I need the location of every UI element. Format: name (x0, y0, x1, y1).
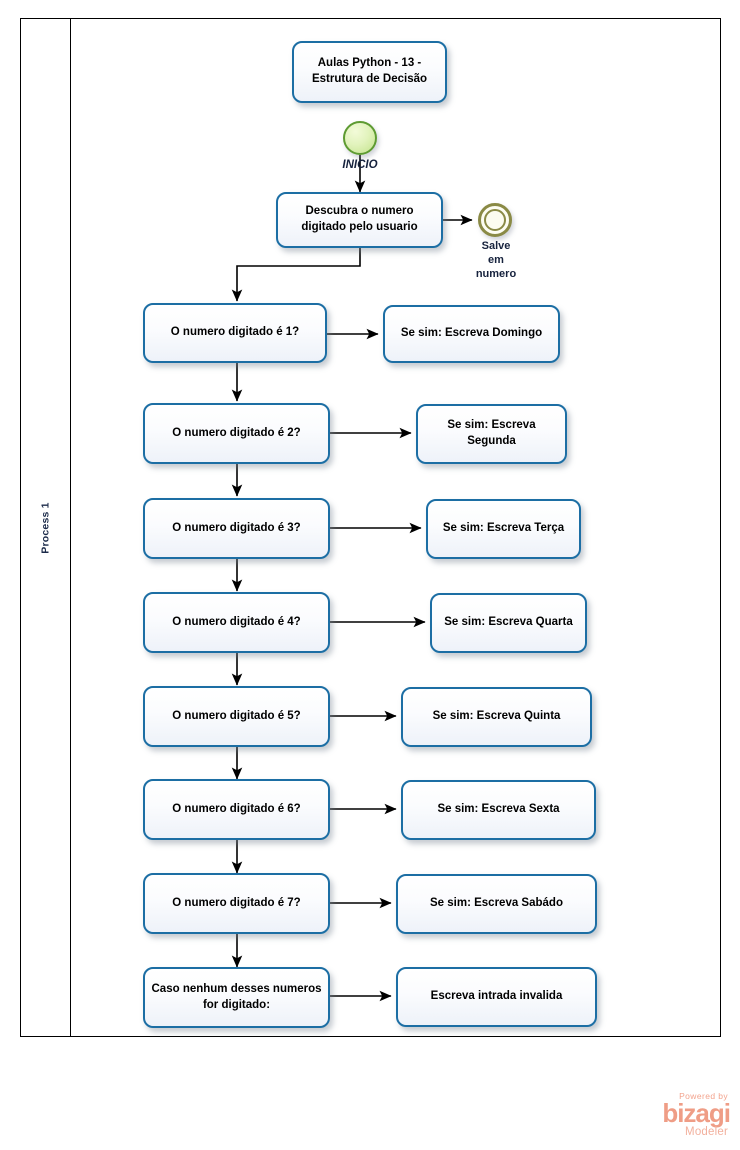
pool-label: Process 1 (39, 501, 52, 554)
logo-wordmark: bizagi (662, 1097, 731, 1128)
decision-box-7[interactable]: O numero digitado é 7? (143, 873, 330, 934)
action-box-5[interactable]: Se sim: Escreva Quinta (401, 687, 592, 747)
action-box-8[interactable]: Escreva intrada invalida (396, 967, 597, 1027)
decision-box-1[interactable]: O numero digitado é 1? (143, 303, 327, 363)
logo-product-name: Modeler (685, 1126, 728, 1139)
start-event-label: INICIO (342, 159, 378, 171)
action-box-6[interactable]: Se sim: Escreva Sexta (401, 780, 596, 840)
end-event-icon[interactable] (478, 203, 512, 237)
action-box-4[interactable]: Se sim: Escreva Quarta (430, 593, 587, 653)
decision-box-5[interactable]: O numero digitado é 5? (143, 686, 330, 747)
decision-box-2[interactable]: O numero digitado é 2? (143, 403, 330, 464)
action-box-7[interactable]: Se sim: Escreva Sabádo (396, 874, 597, 934)
end-event-inner-ring (484, 209, 506, 231)
action-box-1[interactable]: Se sim: Escreva Domingo (383, 305, 560, 363)
decision-box-6[interactable]: O numero digitado é 6? (143, 779, 330, 840)
decision-box-3[interactable]: O numero digitado é 3? (143, 498, 330, 559)
title-annotation-box[interactable]: Aulas Python - 13 - Estrutura de Decisão (292, 41, 447, 103)
task-descubra-numero[interactable]: Descubra o numero digitado pelo usuario (276, 192, 443, 248)
logo-powered-by-text: Powered by (679, 1091, 728, 1101)
end-event-label: Salve em numero (475, 240, 517, 280)
action-box-3[interactable]: Se sim: Escreva Terça (426, 499, 581, 559)
pool-header: Process 1 (21, 19, 71, 1036)
start-event-icon[interactable] (343, 121, 377, 155)
action-box-2[interactable]: Se sim: Escreva Segunda (416, 404, 567, 464)
bizagi-logo: Powered by bizagi Modeler (618, 1091, 731, 1142)
decision-box-4[interactable]: O numero digitado é 4? (143, 592, 330, 653)
decision-box-8[interactable]: Caso nenhum desses numeros for digitado: (143, 967, 330, 1028)
